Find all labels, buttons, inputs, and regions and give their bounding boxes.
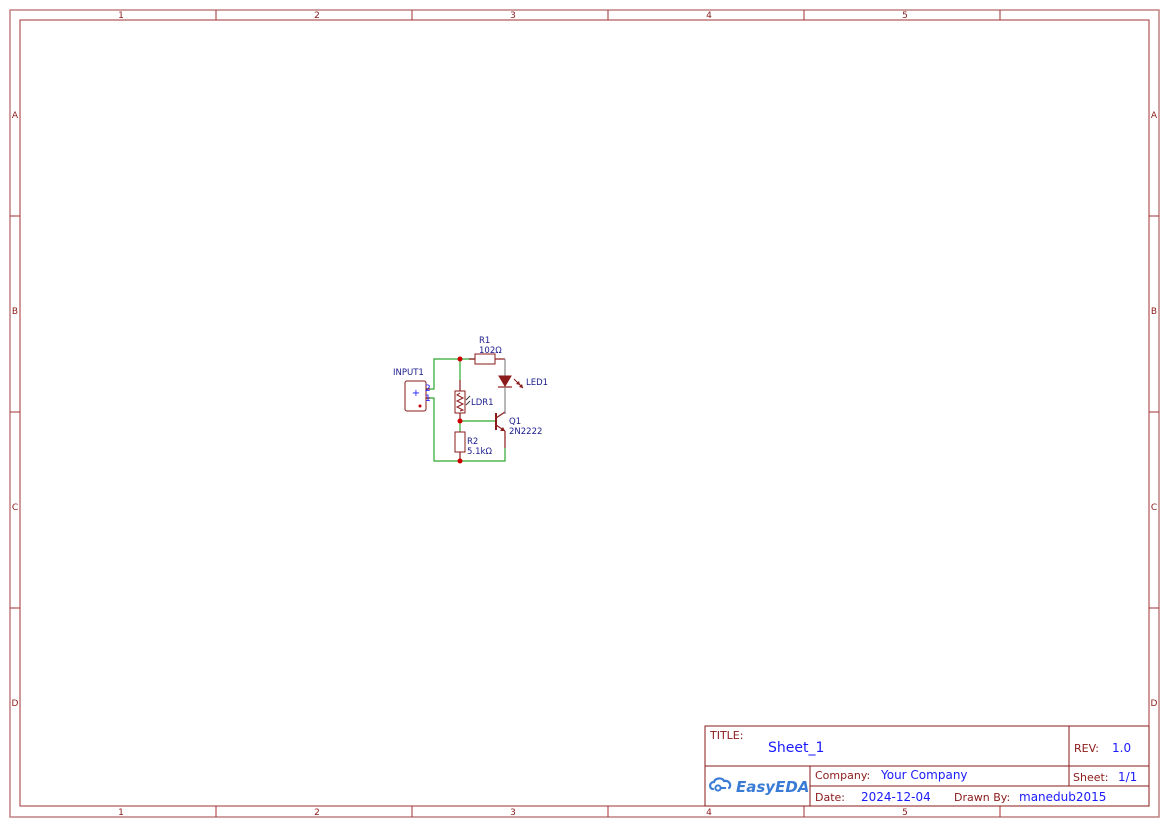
r1-resistor[interactable]: R1 102Ω (469, 336, 505, 365)
column-label: 4 (706, 11, 712, 21)
r2-resistor[interactable]: R2 5.1kΩ (454, 431, 492, 461)
input1-body[interactable] (404, 380, 427, 412)
wire-top[interactable] (427, 358, 474, 390)
rev-label: REV: (1074, 742, 1099, 755)
row-label: B (1151, 307, 1157, 317)
column-label: 1 (118, 11, 124, 21)
company-value[interactable]: Your Company (880, 768, 968, 782)
column-label: 2 (314, 808, 320, 818)
sheet-frame: 1 2 3 4 5 1 2 3 4 5 A B C D A B C D (9, 9, 1160, 818)
column-label: 3 (510, 11, 516, 21)
input1-connector[interactable]: + 2 1 INPUT1 (393, 368, 431, 412)
rev-value[interactable]: 1.0 (1112, 741, 1131, 755)
r2-body[interactable] (454, 431, 466, 453)
q1-ref: Q1 (509, 417, 521, 427)
date-label: Date: (815, 791, 845, 804)
junction-dot (457, 418, 463, 424)
column-label: 5 (902, 808, 908, 818)
light-emission-icon (513, 378, 524, 389)
pin1-marker-icon (418, 404, 422, 408)
column-label: 2 (314, 11, 320, 21)
led1-diode[interactable]: LED1 (498, 359, 548, 414)
title-block: TITLE: Sheet_1 REV: 1.0 EasyEDA Company:… (704, 725, 1150, 807)
ldr1-photoresistor[interactable]: LDR1 (454, 380, 494, 421)
row-label: D (1151, 699, 1158, 709)
input1-ref: INPUT1 (393, 368, 424, 378)
row-label: A (1151, 111, 1158, 121)
q1-value: 2N2222 (509, 427, 542, 437)
circuit: + 2 1 INPUT1 R1 102Ω LED1 (393, 336, 548, 464)
row-label: C (12, 503, 18, 513)
light-arrow-icon (465, 395, 471, 406)
company-label: Company: (815, 769, 870, 782)
inner-frame (19, 19, 1150, 807)
row-label: A (12, 111, 19, 121)
pin-number: 2 (425, 384, 431, 394)
led1-ref: LED1 (526, 378, 548, 388)
drawn-by-label: Drawn By: (954, 791, 1010, 804)
row-label: D (12, 699, 19, 709)
led-triangle-icon (498, 375, 512, 387)
date-value[interactable]: 2024-12-04 (861, 790, 931, 804)
easyeda-logo: EasyEDA (709, 777, 809, 796)
sheet-label: Sheet: (1073, 771, 1109, 784)
emitter-arrow-icon (500, 427, 505, 431)
row-label: C (1151, 503, 1157, 513)
r2-value: 5.1kΩ (467, 447, 492, 457)
cloud-logo-icon (709, 777, 732, 792)
r1-ref: R1 (479, 336, 490, 346)
title-value[interactable]: Sheet_1 (768, 740, 824, 756)
drawn-by-value[interactable]: manedub2015 (1019, 790, 1106, 804)
logo-text: EasyEDA (736, 778, 809, 796)
column-label: 4 (706, 808, 712, 818)
row-label: B (12, 307, 18, 317)
column-label: 1 (118, 808, 124, 818)
column-label: 3 (510, 808, 516, 818)
r1-value: 102Ω (479, 346, 502, 356)
r2-ref: R2 (467, 437, 478, 447)
outer-frame (9, 9, 1160, 818)
sheet-value[interactable]: 1/1 (1118, 770, 1137, 784)
column-label: 5 (902, 11, 908, 21)
zigzag-icon (455, 392, 465, 412)
junction-dot (457, 356, 463, 362)
wire-bottom[interactable] (427, 397, 506, 462)
q1-transistor[interactable]: Q1 2N2222 (495, 411, 542, 448)
wires[interactable] (427, 358, 506, 462)
pin-number: 1 (425, 394, 431, 404)
junction-dot (457, 458, 463, 464)
title-label: TITLE: (709, 729, 743, 742)
plus-symbol: + (412, 388, 420, 399)
ldr1-ref: LDR1 (471, 398, 494, 408)
